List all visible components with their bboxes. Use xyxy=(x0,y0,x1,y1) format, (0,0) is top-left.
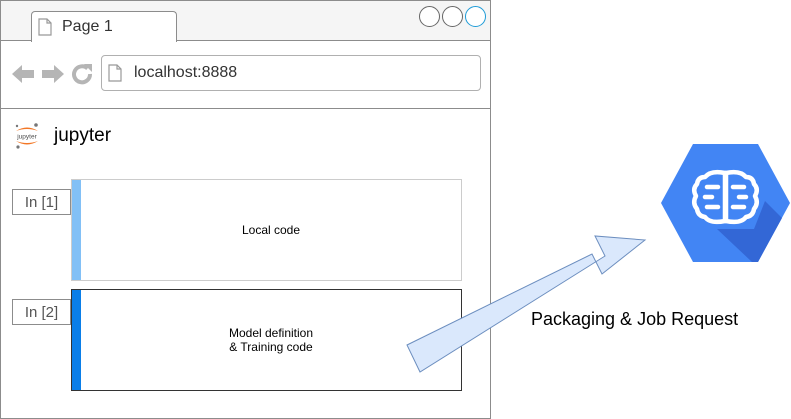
brand-name: jupyter xyxy=(54,125,112,146)
arrow-left-icon[interactable] xyxy=(11,63,35,85)
navigation-bar: localhost:8888 xyxy=(1,42,490,109)
cell-indicator-bar xyxy=(72,180,81,280)
page-icon xyxy=(108,64,122,82)
notebook-cell[interactable]: Local code xyxy=(71,179,462,281)
page-icon xyxy=(38,18,52,36)
svg-text:jupyter: jupyter xyxy=(16,134,37,141)
address-bar[interactable]: localhost:8888 xyxy=(101,55,481,91)
browser-window: Page 1 localhost:8888 xyxy=(0,0,491,419)
window-close-button[interactable] xyxy=(419,6,440,27)
tab-label: Page 1 xyxy=(62,18,113,35)
cell-prompt: In [2] xyxy=(12,299,71,325)
window-maximize-button[interactable] xyxy=(465,6,486,27)
browser-tab[interactable]: Page 1 xyxy=(31,11,177,42)
flow-label: Packaging & Job Request xyxy=(531,309,739,329)
cell-indicator-bar xyxy=(72,290,81,390)
cell-prompt: In [1] xyxy=(12,189,71,215)
arrow-right-icon[interactable] xyxy=(41,63,65,85)
address-text: localhost:8888 xyxy=(134,64,238,81)
notebook-cell-selected[interactable]: Model definition & Training code xyxy=(71,289,462,391)
cloud-ml-engine-icon xyxy=(661,144,790,262)
window-minimize-button[interactable] xyxy=(442,6,463,27)
reload-icon[interactable] xyxy=(71,63,93,85)
window-controls xyxy=(419,6,486,27)
tab-bar: Page 1 xyxy=(1,1,490,42)
cell-text-line: Model definition xyxy=(228,326,314,340)
cell-text: Model definition & Training code xyxy=(220,326,313,354)
jupyter-logo: jupyter xyxy=(15,123,38,149)
cell-text-line: & Training code xyxy=(229,340,313,354)
cell-text-line: Local code xyxy=(241,223,301,237)
cell-text: Local code xyxy=(233,223,300,237)
jupyter-brand: jupyter jupyter xyxy=(12,121,111,151)
